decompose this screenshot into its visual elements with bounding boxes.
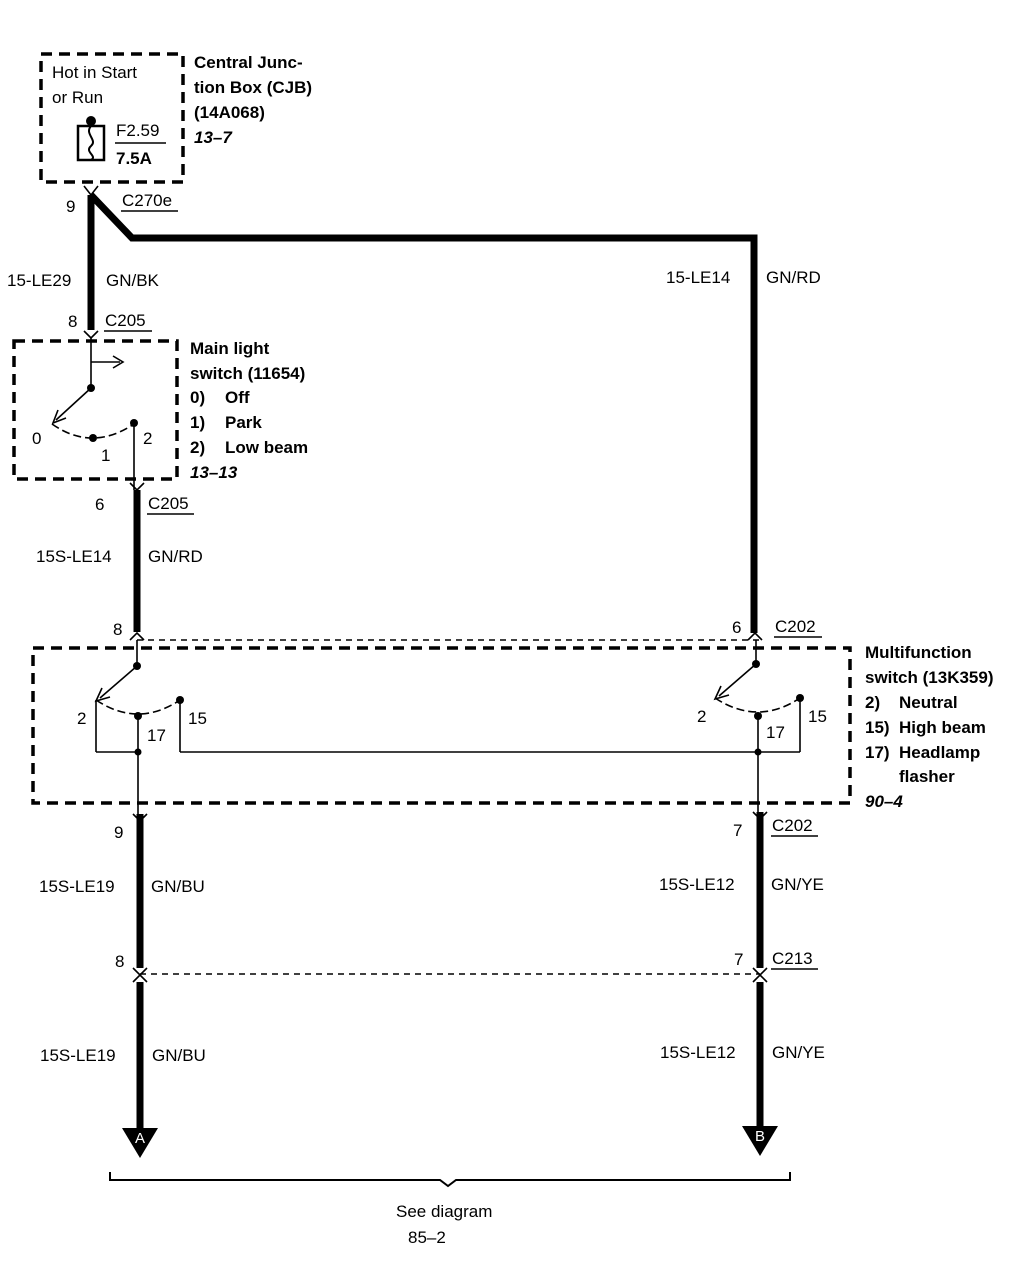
wire1-color: GN/BK xyxy=(106,271,160,290)
wire4-color: GN/BU xyxy=(151,877,205,896)
c213-label: C213 xyxy=(772,949,813,968)
main-switch-terminal-2: 2 xyxy=(143,429,152,448)
connector-c270e: 9 C270e xyxy=(66,185,178,216)
arrow-b-label: B xyxy=(755,1128,765,1145)
wire7-circuit: 15S-LE12 xyxy=(660,1043,736,1062)
connector-c202-bottom: 9 7 C202 xyxy=(114,811,818,842)
main-switch-boundary xyxy=(12,339,179,481)
main-switch-pos0-num: 0) xyxy=(190,388,205,407)
c202-left-bottom-pin: 9 xyxy=(114,823,123,842)
mf-switch-reference: 90–4 xyxy=(865,792,903,811)
mf-switch-pos2-num: 2) xyxy=(865,693,880,712)
c213-left-pin: 8 xyxy=(115,952,124,971)
c213-right-pin: 7 xyxy=(734,950,743,969)
c205-bottom-pin: 6 xyxy=(95,495,104,514)
c202-right-top-pin: 6 xyxy=(732,618,741,637)
fuse-id: F2.59 xyxy=(116,121,159,140)
mf-switch-right-section: 2 15 17 xyxy=(697,640,827,812)
wire6-circuit: 15S-LE19 xyxy=(40,1046,116,1065)
diagram-bracket xyxy=(109,1172,791,1188)
connector-c205-top: 8 C205 xyxy=(68,311,152,340)
connector-c205-bottom: 6 C205 xyxy=(95,482,194,515)
main-switch-pos1-num: 1) xyxy=(190,413,205,432)
wire7-color: GN/YE xyxy=(772,1043,825,1062)
c202-right-bottom-label: C202 xyxy=(772,816,813,835)
main-switch-title-line1: Main light xyxy=(190,339,270,358)
mf-left-terminal-15: 15 xyxy=(188,709,207,728)
c202-right-top-label: C202 xyxy=(775,617,816,636)
c270e-pin: 9 xyxy=(66,197,75,216)
mf-switch-pos2-label: Neutral xyxy=(899,693,958,712)
c205-top-pin: 8 xyxy=(68,312,77,331)
mf-left-terminal-2: 2 xyxy=(77,709,86,728)
c202-left-top-pin: 8 xyxy=(113,620,122,639)
main-switch-reference: 13–13 xyxy=(190,463,238,482)
main-switch-pos0-label: Off xyxy=(225,388,250,407)
main-switch-title-line2: switch (11654) xyxy=(190,364,305,383)
mf-right-terminal-15: 15 xyxy=(808,707,827,726)
fuse-icon xyxy=(76,116,106,162)
connector-c213: 8 7 C213 xyxy=(115,949,818,983)
connector-c202-top: 8 6 C202 xyxy=(113,617,822,641)
wire4-circuit: 15S-LE19 xyxy=(39,877,115,896)
mf-switch-pos17-label-line1: Headlamp xyxy=(899,743,980,762)
wire1-circuit: 15-LE29 xyxy=(7,271,71,290)
main-switch-terminal-0: 0 xyxy=(32,429,41,448)
cjb-title-line2: tion Box (CJB) xyxy=(194,78,312,97)
main-switch-pos2-label: Low beam xyxy=(225,438,308,457)
c205-bottom-label: C205 xyxy=(148,494,189,513)
mf-switch-pos17-num: 17) xyxy=(865,743,890,762)
cjb-hot-label-line1: Hot in Start xyxy=(52,63,137,82)
cjb-reference: 13–7 xyxy=(194,128,233,147)
wire5-color: GN/YE xyxy=(771,875,824,894)
c270e-label: C270e xyxy=(122,191,172,210)
wire3-color: GN/RD xyxy=(148,547,203,566)
mf-switch-pos15-num: 15) xyxy=(865,718,890,737)
cjb-hot-label-line2: or Run xyxy=(52,88,103,107)
switch-blade-arrow-icon xyxy=(51,409,67,425)
mf-switch-left-section: 2 15 17 xyxy=(77,640,758,814)
cjb-part-number: (14A068) xyxy=(194,103,265,122)
arrow-a-icon: A xyxy=(122,1128,158,1158)
mf-switch-pos17-label-line2: flasher xyxy=(899,767,955,786)
wire5-circuit: 15S-LE12 xyxy=(659,875,735,894)
main-switch-pos1-label: Park xyxy=(225,413,262,432)
mf-left-terminal-17: 17 xyxy=(147,726,166,745)
arrow-a-label: A xyxy=(135,1130,145,1147)
mf-switch-pos15-label: High beam xyxy=(899,718,986,737)
arrow-b-icon: B xyxy=(742,1126,778,1156)
main-switch-pos2-num: 2) xyxy=(190,438,205,457)
footer-see-diagram: See diagram xyxy=(396,1202,492,1221)
multifunction-switch: 2 15 17 2 15 17 Multifunction switch (13… xyxy=(31,640,994,814)
main-switch-terminal-1: 1 xyxy=(101,446,110,465)
mf-right-terminal-17: 17 xyxy=(766,723,785,742)
cjb-boundary xyxy=(39,52,185,184)
cjb-title-line1: Central Junc- xyxy=(194,53,303,72)
wire2-circuit: 15-LE14 xyxy=(666,268,730,287)
arrow-right-icon xyxy=(112,355,125,369)
mf-switch-title-line2: switch (13K359) xyxy=(865,668,994,687)
wire3-circuit: 15S-LE14 xyxy=(36,547,112,566)
mf-right-terminal-2: 2 xyxy=(697,707,706,726)
c205-top-label: C205 xyxy=(105,311,146,330)
main-light-switch: 0 1 2 Main light switch (11654) 0) Off 1… xyxy=(12,338,308,490)
wire-15-le14 xyxy=(88,192,758,633)
footer-diagram-number: 85–2 xyxy=(408,1228,446,1247)
wire6-color: GN/BU xyxy=(152,1046,206,1065)
mf-switch-title-line1: Multifunction xyxy=(865,643,972,662)
central-junction-box: Hot in Start or Run F2.59 7.5A Central J… xyxy=(39,52,312,184)
fuse-rating: 7.5A xyxy=(116,149,152,168)
wire2-color: GN/RD xyxy=(766,268,821,287)
c202-right-bottom-pin: 7 xyxy=(733,821,742,840)
